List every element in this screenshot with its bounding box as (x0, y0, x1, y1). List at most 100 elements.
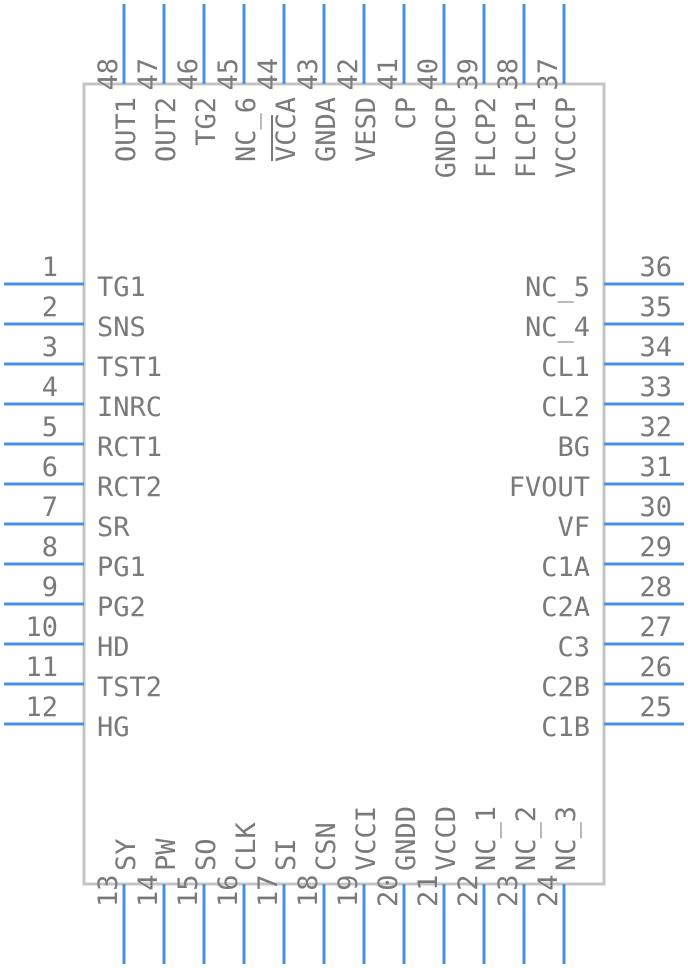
pin-number: 21 (413, 874, 444, 907)
pin-number: 28 (639, 572, 672, 603)
pin-name: GNDA (311, 97, 342, 162)
pin-name: TST2 (97, 672, 162, 703)
right-pin-group: 36NC_535NC_434CL133CL232BG31FVOUT30VF29C… (509, 252, 684, 743)
pin-number: 1 (42, 252, 58, 283)
pin-name: SY (111, 838, 142, 871)
pin-name: VF (557, 512, 590, 543)
pin-number: 14 (133, 874, 164, 907)
pin-number: 23 (493, 874, 524, 907)
pin-name: CL1 (541, 352, 590, 383)
pin-number: 15 (173, 874, 204, 907)
pin-name: SNS (97, 312, 146, 343)
pin-number: 10 (25, 612, 58, 643)
pin-number: 17 (253, 874, 284, 907)
pin-name: CL2 (541, 392, 590, 423)
pin-number: 45 (213, 58, 244, 91)
pin-number: 4 (42, 372, 58, 403)
pin-name: NC_1 (471, 806, 502, 871)
pin-number: 20 (373, 874, 404, 907)
pin-name: SO (191, 838, 222, 871)
pin-name: PG2 (97, 592, 146, 623)
pin-name: INRC (97, 392, 162, 423)
pin-number: 11 (25, 652, 58, 683)
pin-name: VCCCP (551, 97, 582, 178)
pin-number: 9 (42, 572, 58, 603)
pin-name: TG1 (97, 272, 146, 303)
pin-number: 5 (42, 412, 58, 443)
pin-name: PG1 (97, 552, 146, 583)
pin-name: NC_4 (525, 312, 590, 343)
pin-name: C1B (541, 712, 590, 743)
pin-number: 6 (42, 452, 58, 483)
pin-name: C2B (541, 672, 590, 703)
pin-number: 37 (533, 58, 564, 91)
pin-number: 40 (413, 58, 444, 91)
pin-name: C1A (541, 552, 590, 583)
pin-number: 46 (173, 58, 204, 91)
pin-name: FVOUT (509, 472, 590, 503)
pin-number: 2 (42, 292, 58, 323)
pin-name: BG (557, 432, 590, 463)
pin-number: 26 (639, 652, 672, 683)
pin-name: VCCA (271, 97, 302, 162)
pin-name: CLK (231, 821, 262, 871)
pin-number: 25 (639, 692, 672, 723)
chip-body (82, 82, 606, 886)
pin-number: 39 (453, 58, 484, 91)
pin-number: 48 (93, 58, 124, 91)
pin-name: CP (391, 97, 422, 130)
pin-number: 41 (373, 58, 404, 91)
pin-number: 3 (42, 332, 58, 363)
bottom-pin-group: 13SY14PW15SO16CLK17SI18CSN19VCCI20GNDD21… (93, 806, 582, 964)
pin-number: 12 (25, 692, 58, 723)
pin-name: CSN (311, 822, 342, 871)
pin-number: 27 (639, 612, 672, 643)
pin-name: NC_6 (231, 97, 262, 162)
pin-name: FLCP2 (471, 97, 502, 178)
pin-number: 43 (293, 58, 324, 91)
pin-7: 7SR (4, 492, 130, 543)
pin-name: HG (97, 712, 130, 743)
pin-number: 38 (493, 58, 524, 91)
pin-name: OUT1 (111, 97, 142, 162)
pin-number: 44 (253, 58, 284, 91)
pin-number: 32 (639, 412, 672, 443)
pin-name: C2A (541, 592, 590, 623)
pin-name: NC_5 (525, 272, 590, 303)
pin-name: GNDCP (431, 97, 462, 178)
pin-number: 29 (639, 532, 672, 563)
pin-number: 30 (639, 492, 672, 523)
pin-name: TST1 (97, 352, 162, 383)
pin-name: C3 (557, 632, 590, 663)
pin-number: 7 (42, 492, 58, 523)
pin-name: TG2 (191, 97, 222, 146)
pin-number: 13 (93, 874, 124, 907)
